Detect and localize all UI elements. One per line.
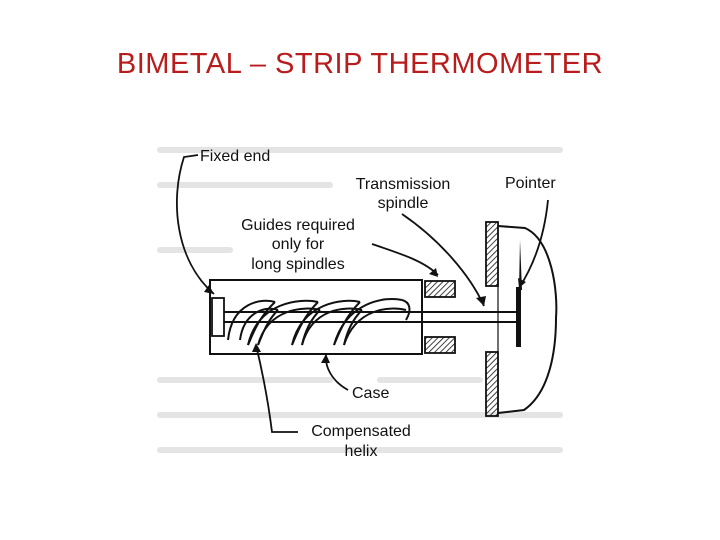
label-fixed-end: Fixed end: [200, 148, 270, 165]
case: [209, 279, 423, 355]
slide-title: BIMETAL – STRIP THERMOMETER: [116, 48, 604, 80]
label-guides-line-2: only for: [272, 236, 325, 253]
diagram-labels: Fixed end Transmission spindle Pointer G…: [200, 148, 556, 460]
label-helix-line-1: Compensated: [311, 423, 411, 440]
dial: [485, 221, 558, 417]
label-transmission-line-1: Transmission: [356, 176, 451, 193]
spindle-guides: [424, 280, 456, 354]
label-case: Case: [352, 385, 389, 402]
label-pointer: Pointer: [505, 175, 556, 192]
transmission-spindle: [224, 311, 516, 323]
label-guides-line-3: long spindles: [251, 256, 344, 273]
label-guides-line-1: Guides required: [241, 217, 355, 234]
faded-background-text: [157, 147, 563, 453]
label-helix-line-2: helix: [345, 443, 378, 460]
label-transmission-line-2: spindle: [378, 195, 429, 212]
leader-lines: [176, 154, 549, 433]
compensated-helix: [227, 297, 411, 346]
